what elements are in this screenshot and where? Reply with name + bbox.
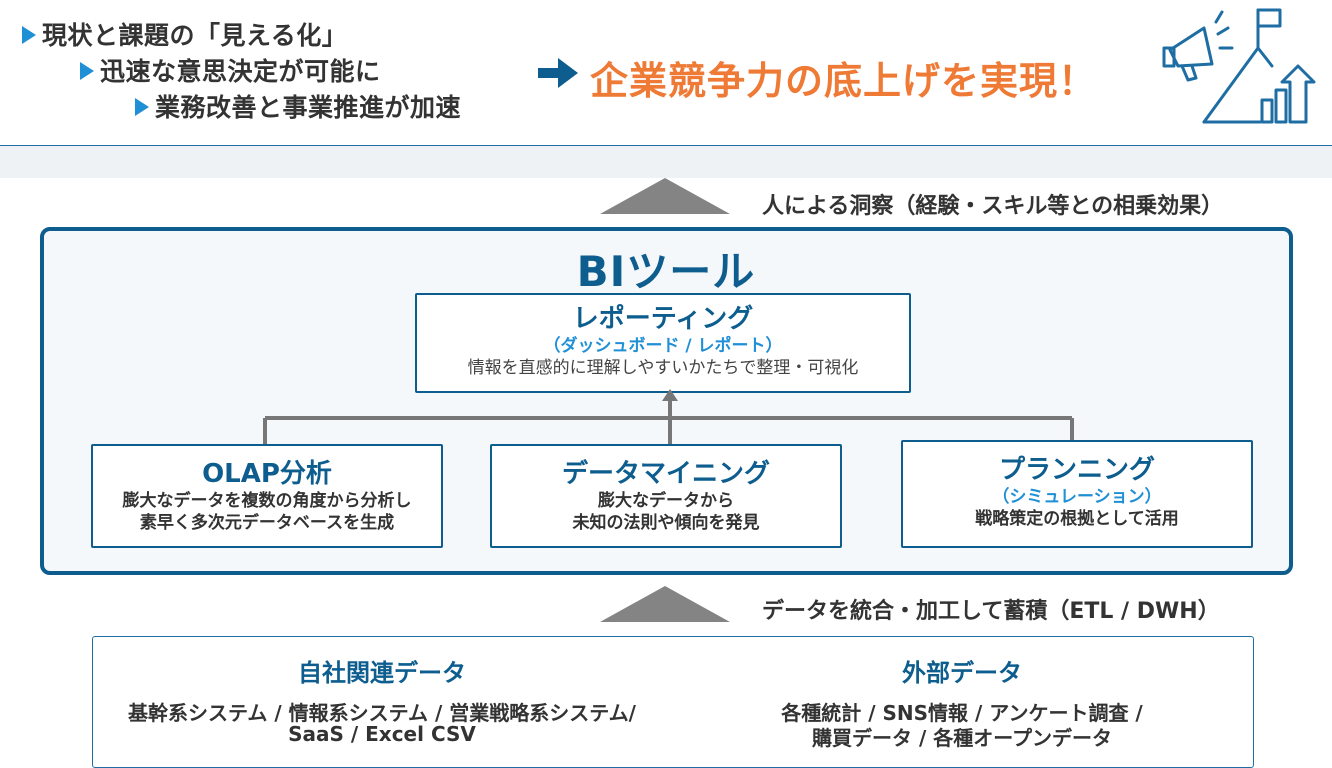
- slogan-text: 企業競争力の底上げを実現！: [590, 59, 1098, 103]
- bullet-text: 現状と課題の「見える化」: [42, 21, 348, 50]
- up-arrow-icon: [600, 586, 730, 622]
- triangle-bullet-icon: [22, 26, 36, 44]
- external-data-line: 購買データ / 各種オープンデータ: [811, 726, 1113, 750]
- card-description: 膨大なデータを複数の角度から分析し: [122, 491, 412, 511]
- bullet-item-visualization: 現状と課題の「見える化」: [22, 16, 347, 52]
- triangle-bullet-icon: [135, 98, 149, 116]
- card-description: 情報を直感的に理解しやすいかたちで整理・可視化: [467, 358, 859, 378]
- insight-caption: 人による洞察（経験・スキル等との相乗効果）: [762, 194, 1224, 219]
- right-arrow-icon: [538, 58, 578, 88]
- olap-card: OLAP分析 膨大なデータを複数の角度から分析し 素早く多次元データベースを生成: [91, 444, 443, 548]
- triangle-bullet-icon: [80, 62, 94, 80]
- card-subtitle: （ダッシュボード / レポート）: [543, 336, 783, 356]
- card-description: 戦略策定の根拠として活用: [975, 509, 1179, 529]
- internal-data-line: SaaS / Excel CSV: [288, 722, 476, 746]
- internal-data-title: 自社関連データ: [298, 659, 466, 687]
- card-description: 未知の法則や傾向を発見: [572, 513, 760, 533]
- data-sources-box: [92, 636, 1254, 768]
- etl-caption: データを統合・加工して蓄積（ETL / DWH）: [762, 599, 1220, 624]
- tree-connector: [263, 389, 1074, 445]
- band: [0, 146, 1332, 178]
- bullet-text: 迅速な意思決定が可能に: [100, 57, 381, 86]
- reporting-card: レポーティング （ダッシュボード / レポート） 情報を直感的に理解しやすいかた…: [415, 293, 911, 393]
- planning-card: プランニング （シミュレーション） 戦略策定の根拠として活用: [901, 440, 1253, 548]
- internal-data-line: 基幹系システム / 情報系システム / 営業戦略系システム/: [128, 701, 636, 725]
- card-title: プランニング: [998, 455, 1155, 485]
- external-data-line: 各種統計 / SNS情報 / アンケート調査 /: [781, 701, 1143, 725]
- card-title: OLAP分析: [202, 459, 332, 489]
- divider: [0, 145, 1332, 146]
- up-arrow-icon: [600, 178, 730, 214]
- bi-tool-title: BIツール: [576, 247, 756, 296]
- bullet-text: 業務改善と事業推進が加速: [155, 93, 462, 122]
- bullet-item-decision: 迅速な意思決定が可能に: [80, 52, 381, 88]
- bullet-item-improvement: 業務改善と事業推進が加速: [135, 88, 461, 124]
- megaphone-flag-growth-icon: [1162, 8, 1316, 124]
- card-description: 素早く多次元データベースを生成: [139, 513, 395, 533]
- card-description: 膨大なデータから: [598, 491, 734, 511]
- card-subtitle: （シミュレーション）: [992, 487, 1162, 507]
- data-mining-card: データマイニング 膨大なデータから 未知の法則や傾向を発見: [490, 444, 842, 548]
- card-title: データマイニング: [561, 459, 770, 489]
- external-data-title: 外部データ: [902, 659, 1022, 687]
- card-title: レポーティング: [572, 304, 754, 334]
